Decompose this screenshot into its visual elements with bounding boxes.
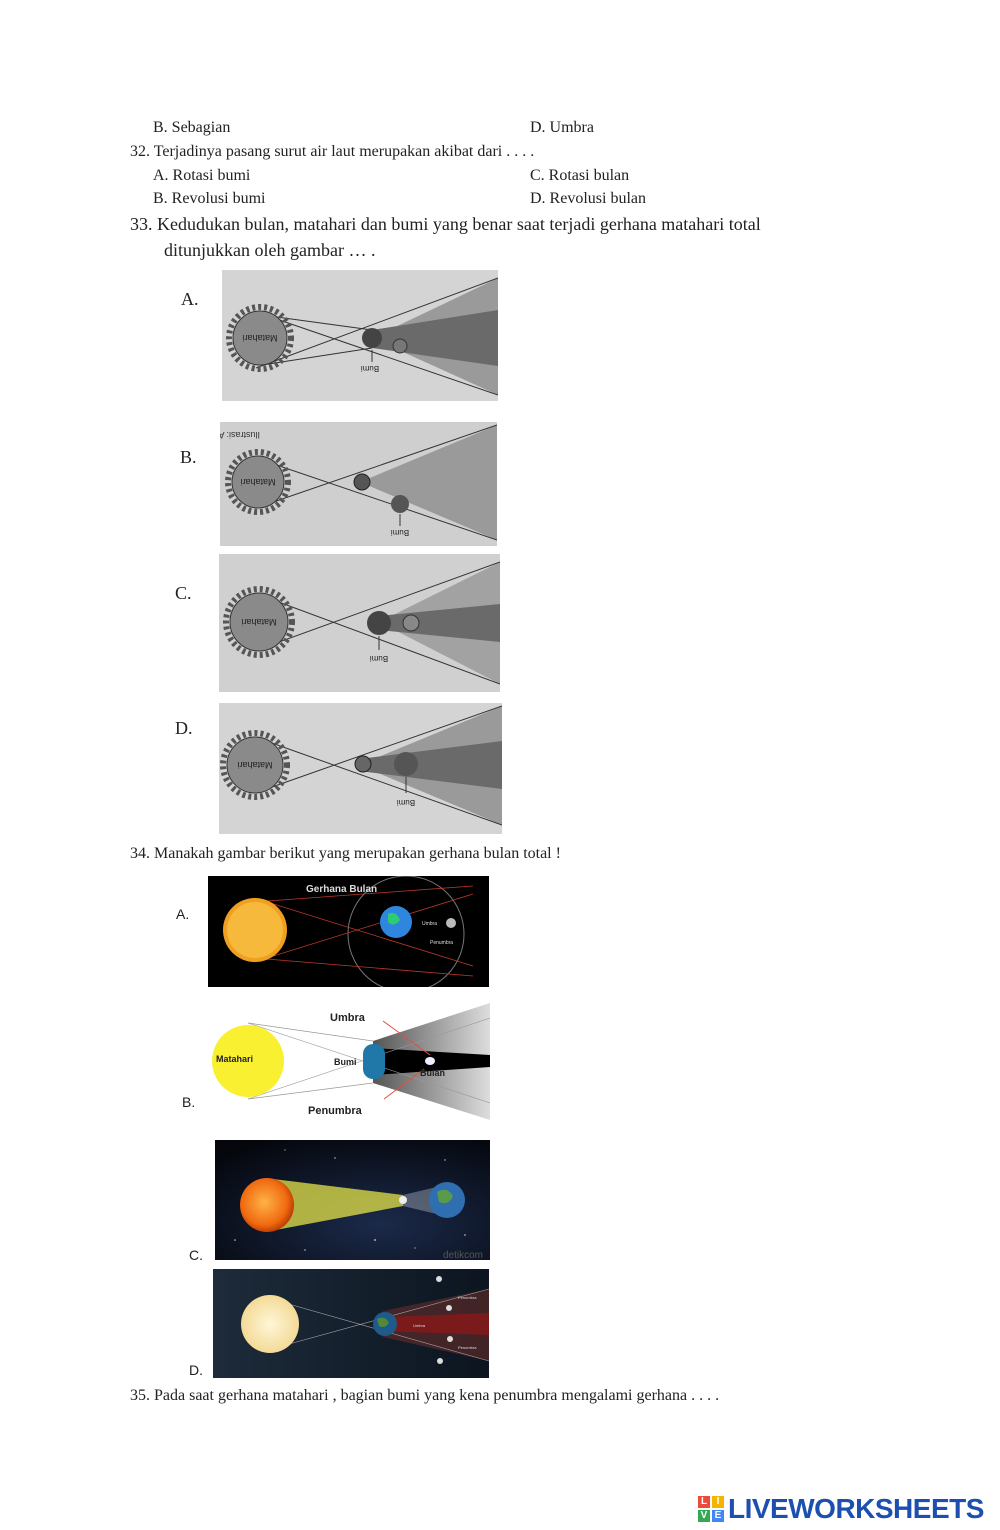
question-34: 34. Manakah gambar berikut yang merupaka…: [130, 845, 561, 862]
q33-option-d-label: D.: [175, 718, 193, 738]
question-33-line1: 33. Kedudukan bulan, matahari dan bumi y…: [130, 214, 761, 234]
q34-fig-a-umbra: Umbra: [422, 921, 437, 927]
q34-option-b-label: B.: [182, 1094, 196, 1110]
q34-fig-a-penumbra: Penumbra: [430, 940, 453, 946]
q32-option-a: A. Rotasi bumi: [153, 167, 251, 184]
option-d-prev: D. Umbra: [530, 119, 594, 136]
q34-figure-a[interactable]: Gerhana Bulan Umbra Penumbra: [208, 876, 489, 987]
q34-fig-b-umbra: Umbra: [330, 1012, 366, 1024]
question-35: 35. Pada saat gerhana matahari , bagian …: [130, 1387, 720, 1404]
q33-fig-a-sun-label: Matahari: [242, 333, 277, 343]
q33-fig-d-earth-label: Bumi: [397, 798, 415, 807]
option-b-prev: B. Sebagian: [153, 119, 231, 136]
q32-option-b: B. Revolusi bumi: [153, 190, 266, 207]
q34-fig-d-penumbra-top: Penumbra: [458, 1295, 477, 1300]
q34-fig-b-matahari: Matahari: [216, 1054, 253, 1064]
mark-letter: E: [712, 1510, 724, 1522]
q34-fig-a-title: Gerhana Bulan: [306, 884, 377, 895]
q34-option-a-label: A.: [176, 906, 190, 922]
q34-figure-d[interactable]: Umbra Penumbra Penumbra: [213, 1269, 489, 1378]
liveworksheets-brand: LIVEWORKSHEETS: [728, 1493, 984, 1524]
liveworksheets-mark-icon: L I V E: [698, 1496, 724, 1522]
liveworksheets-logo[interactable]: L I V E LIVEWORKSHEETS: [698, 1493, 984, 1524]
q33-option-a-label: A.: [181, 289, 199, 309]
q33-fig-b-sun-label: Matahari: [240, 477, 275, 487]
q34-fig-c-credit: detikcom: [443, 1250, 483, 1260]
q33-figure-b[interactable]: Ilustrasi: Arif Nurcahyo Matahari Bumi: [220, 422, 497, 546]
q33-fig-c-earth-label: Bumi: [370, 654, 388, 663]
q34-fig-b-bumi: Bumi: [334, 1057, 357, 1067]
q33-fig-b-credit: Ilustrasi: Arif Nurcahyo: [220, 430, 260, 440]
q34-option-d-label: D.: [189, 1362, 203, 1378]
q33-option-b-label: B.: [180, 447, 197, 467]
q33-option-c-label: C.: [175, 583, 192, 603]
mark-letter: V: [698, 1510, 710, 1522]
q34-fig-d-umbra: Umbra: [413, 1323, 426, 1328]
q34-figure-c[interactable]: detikcom: [215, 1140, 490, 1260]
q34-option-c-label: C.: [189, 1247, 203, 1263]
q32-option-d: D. Revolusi bulan: [530, 190, 646, 207]
q34-figure-b[interactable]: Umbra Matahari Bumi Bulan Penumbra: [208, 1003, 490, 1120]
q33-fig-c-sun-label: Matahari: [241, 617, 276, 627]
q34-fig-b-penumbra: Penumbra: [308, 1105, 363, 1117]
q34-fig-d-penumbra-bottom: Penumbra: [458, 1345, 477, 1350]
mark-letter: I: [712, 1496, 724, 1508]
q33-figure-a[interactable]: Matahari Bumi: [222, 270, 498, 401]
mark-letter: L: [698, 1496, 710, 1508]
q33-figure-c[interactable]: Matahari Bumi: [219, 554, 500, 692]
question-32: 32. Terjadinya pasang surut air laut mer…: [130, 143, 535, 160]
q33-figure-d[interactable]: Matahari Bumi: [219, 703, 502, 834]
q33-fig-d-sun-label: Matahari: [237, 760, 272, 770]
question-33-line2: ditunjukkan oleh gambar … .: [164, 240, 376, 260]
q33-fig-b-earth-label: Bumi: [391, 528, 409, 537]
q33-fig-a-earth-label: Bumi: [361, 364, 379, 373]
q32-option-c: C. Rotasi bulan: [530, 167, 630, 184]
q34-fig-b-bulan: Bulan: [420, 1068, 445, 1078]
